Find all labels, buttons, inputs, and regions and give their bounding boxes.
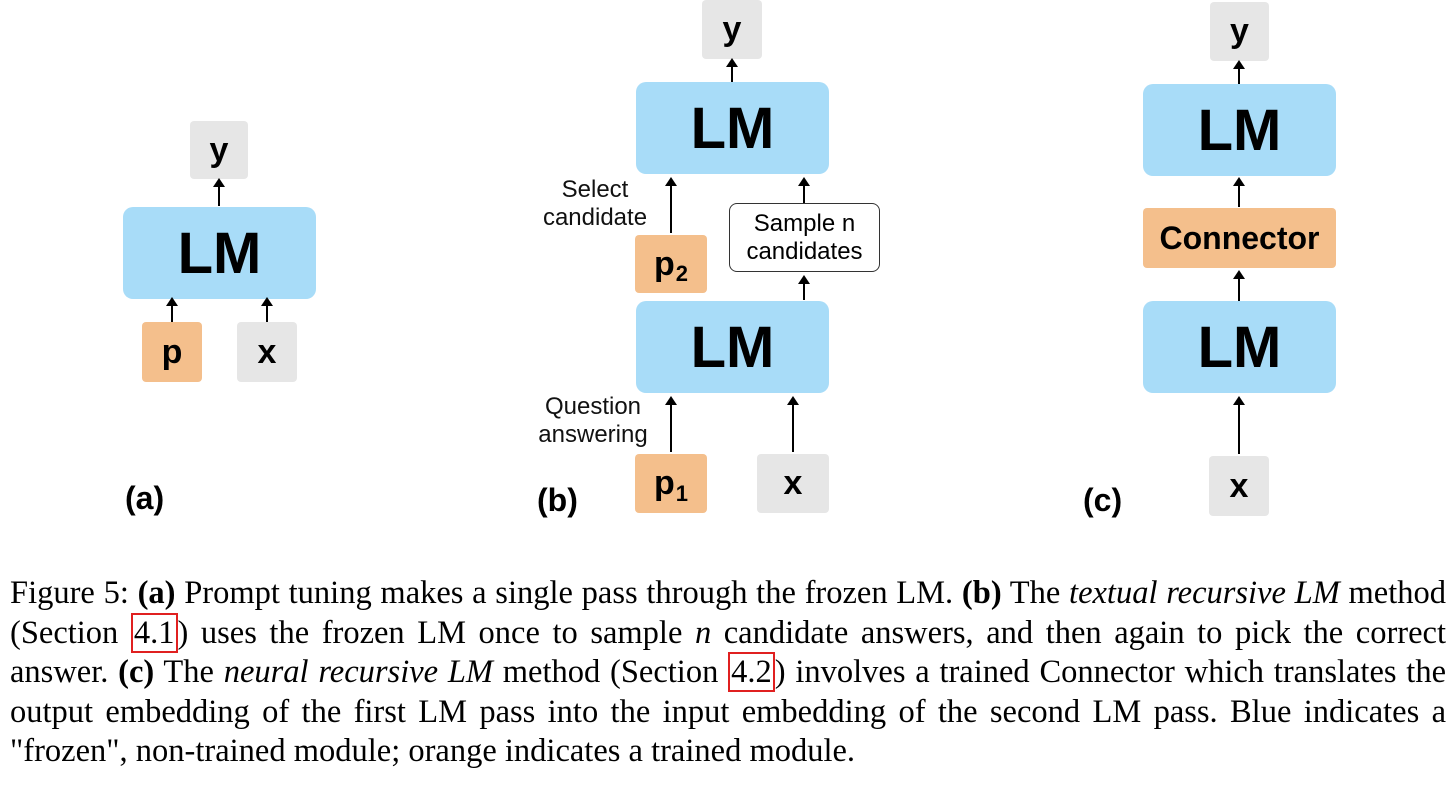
caption-c-text1: The — [154, 654, 224, 691]
panel-a-lm-block: LM — [123, 207, 316, 299]
panel-b-arrow-x-to-lm — [787, 396, 799, 452]
panel-c-arrow-x-to-lm — [1233, 396, 1245, 454]
panel-c-lm-top: LM — [1143, 84, 1336, 176]
panel-a-arrow-p-to-lm — [166, 297, 178, 322]
caption-b-text4: candidate answers, and then again to pic… — [10, 614, 1446, 691]
panel-c-arrow-lm-to-connector — [1233, 270, 1245, 301]
panel-c-input-x: x — [1209, 456, 1269, 516]
panel-b-prompt-p2-subscript: 2 — [675, 261, 689, 286]
caption-n-variable: n — [694, 614, 712, 651]
panel-b-question-answering-label: Question answering — [538, 393, 648, 448]
section-ref-4-2-link[interactable]: 4.2 — [728, 652, 775, 693]
caption-c-text2: method (Section — [493, 654, 729, 691]
panel-a-prompt-p: p — [142, 322, 202, 382]
panel-a-arrow-lm-to-y — [213, 178, 225, 206]
panel-b-prompt-p1-letter: p — [653, 464, 675, 502]
panel-c-arrow-connector-to-lm — [1233, 177, 1245, 207]
figure-caption: Figure 5: (a) Prompt tuning makes a sing… — [10, 574, 1446, 772]
section-ref-4-1-link[interactable]: 4.1 — [130, 612, 178, 653]
caption-b-text2: method (Section — [10, 575, 1447, 651]
caption-tag-c: (c) — [118, 654, 155, 691]
panel-b-arrow-p2-to-lm — [665, 177, 677, 233]
panel-a-arrow-x-to-lm — [261, 297, 273, 322]
caption-figure-label: Figure 5: — [10, 575, 138, 611]
panel-a-output-y: y — [190, 121, 248, 179]
caption-c-text3: ) involves a trained Connector which tra… — [10, 654, 1447, 770]
panel-c-connector: Connector — [1143, 208, 1336, 268]
panel-c-output-y: y — [1210, 2, 1269, 61]
panel-b-output-y: y — [702, 0, 762, 59]
panel-b-prompt-p1-subscript: 1 — [675, 480, 689, 506]
panel-c-lm-bottom: LM — [1143, 301, 1336, 393]
panel-b-arrow-lm-to-y — [726, 58, 738, 82]
panel-b-select-candidate-label: Select candidate — [542, 176, 648, 231]
panel-a-label: (a) — [125, 480, 165, 516]
panel-b-sample-n-candidates: Sample n candidates — [729, 203, 880, 272]
panel-b-arrow-lm-to-sample — [798, 275, 810, 300]
panel-b-arrow-p1-to-lm — [665, 396, 677, 452]
caption-c-emphasis: neural recursive LM — [223, 654, 493, 691]
caption-b-text1: The — [1001, 575, 1070, 611]
caption-a-text: Prompt tuning makes a single pass throug… — [175, 575, 962, 611]
panel-b-lm-bottom: LM — [636, 301, 829, 393]
panel-c-arrow-lm-to-y — [1233, 60, 1245, 84]
panel-a-input-x: x — [237, 322, 297, 382]
caption-tag-a: (a) — [137, 575, 176, 611]
panel-b-input-x: x — [757, 454, 829, 513]
caption-b-emphasis: textual recursive LM — [1069, 575, 1340, 611]
panel-b-arrow-sample-to-lm — [798, 177, 810, 203]
panel-b-prompt-p2-letter: p — [653, 244, 675, 283]
caption-tag-b: (b) — [961, 575, 1002, 611]
panel-b-lm-top: LM — [636, 82, 829, 174]
panel-c-label: (c) — [1083, 482, 1123, 518]
caption-b-text3: ) uses the frozen LM once to sample — [177, 614, 695, 651]
panel-b-label: (b) — [537, 482, 578, 518]
